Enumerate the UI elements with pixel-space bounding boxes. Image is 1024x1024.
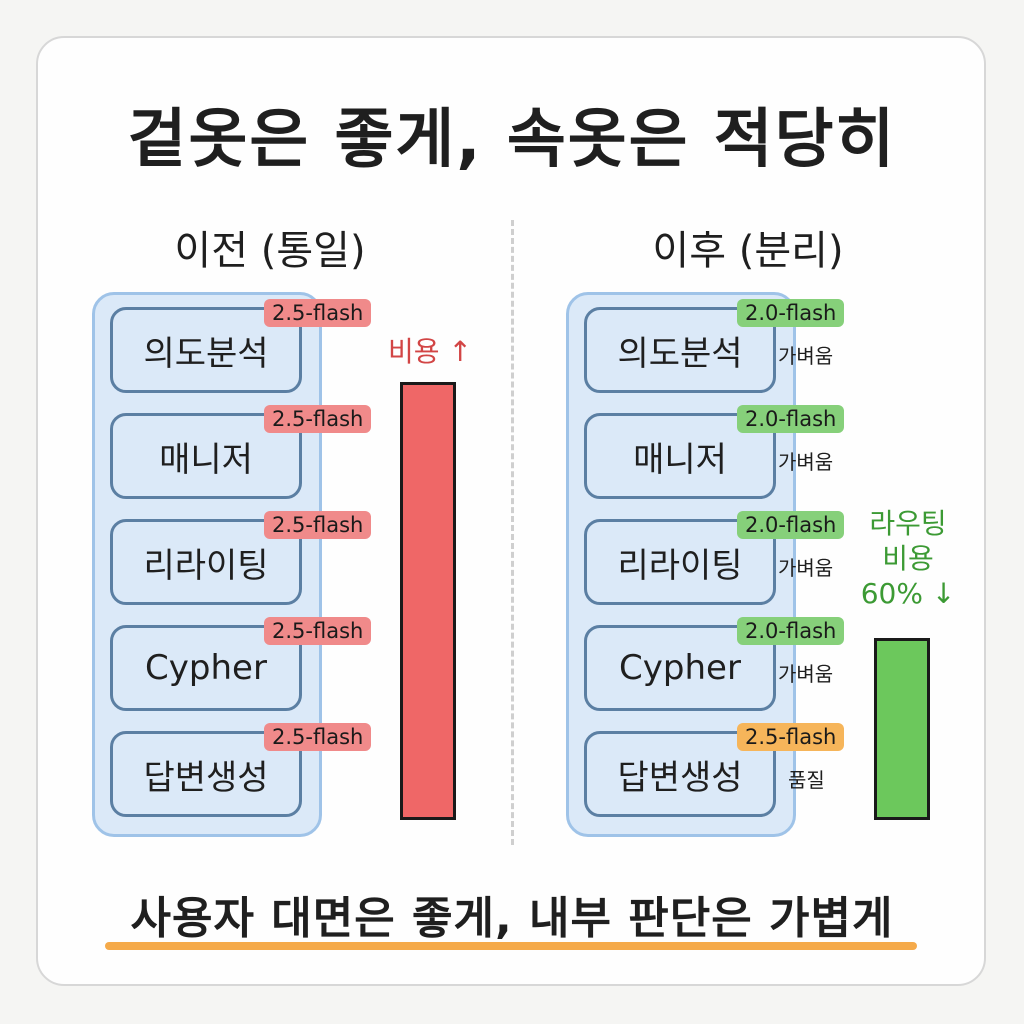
before-model-badge-cypher: 2.5-flash — [264, 617, 372, 645]
before-model-badge-intent: 2.5-flash — [264, 299, 372, 327]
center-divider — [511, 220, 514, 845]
after-model-badge-manager: 2.0-flash — [737, 405, 845, 433]
before-cost-text: 비용 — [388, 335, 440, 368]
after-cost-bar — [874, 638, 930, 820]
before-cost-label: 비용 ↑ — [388, 334, 472, 369]
after-cost-line2: 비용 — [882, 542, 934, 575]
before-step-rewriting: 리라이팅 — [110, 519, 302, 605]
before-step-intent: 의도분석 — [110, 307, 302, 393]
after-note-manager: 가벼움 — [778, 450, 834, 474]
after-cost-line1: 라우팅 — [869, 507, 947, 540]
arrow-down-icon: ↓ — [931, 577, 956, 610]
arrow-up-icon: ↑ — [448, 335, 472, 368]
footer-tagline: 사용자 대면은 좋게, 내부 판단은 가볍게 — [130, 893, 894, 944]
after-model-badge-intent: 2.0-flash — [737, 299, 845, 327]
page-title: 겉옷은 좋게, 속옷은 적당히 — [127, 103, 897, 177]
before-model-badge-manager: 2.5-flash — [264, 405, 372, 433]
footer-underline — [105, 942, 917, 950]
after-model-badge-answer: 2.5-flash — [737, 723, 845, 751]
after-step-rewriting: 리라이팅 — [584, 519, 776, 605]
after-note-cypher: 가벼움 — [778, 662, 834, 686]
before-cost-bar — [400, 382, 456, 820]
after-cost-label: 라우팅 비용 60% ↓ — [858, 506, 958, 611]
after-note-intent: 가벼움 — [778, 344, 834, 368]
after-note-answer: 품질 — [788, 768, 825, 792]
after-model-badge-cypher: 2.0-flash — [737, 617, 845, 645]
after-model-badge-rewriting: 2.0-flash — [737, 511, 845, 539]
after-cost-line3: 60% — [860, 577, 923, 610]
before-heading: 이전 (통일) — [174, 228, 366, 274]
after-heading: 이후 (분리) — [652, 228, 844, 274]
after-note-rewriting: 가벼움 — [778, 556, 834, 580]
before-model-badge-rewriting: 2.5-flash — [264, 511, 372, 539]
before-model-badge-answer: 2.5-flash — [264, 723, 372, 751]
